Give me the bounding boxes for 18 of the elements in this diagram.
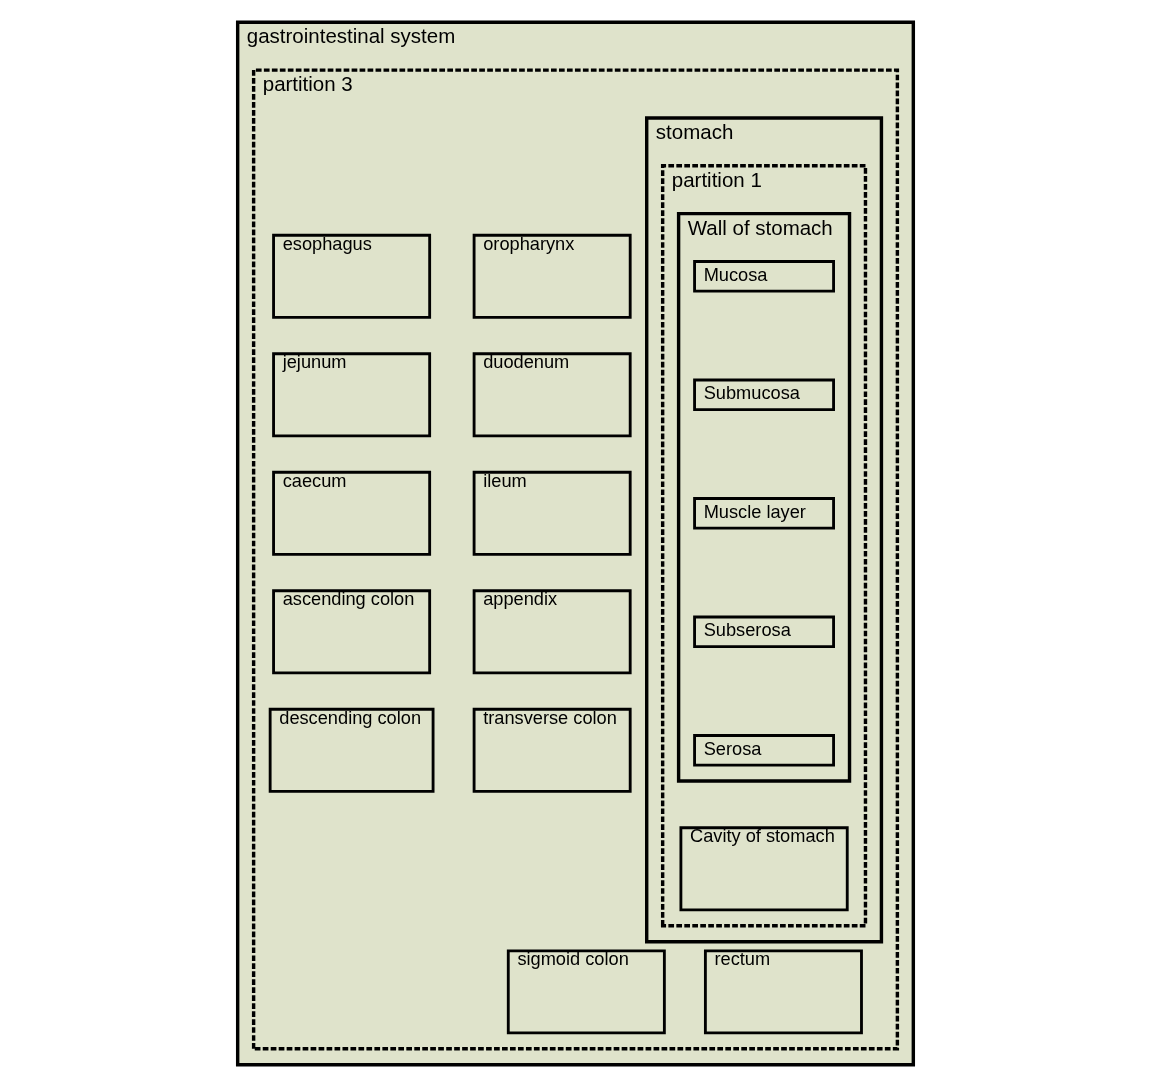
node-box: descending colon (268, 707, 434, 793)
node-box: ileum (472, 470, 632, 556)
node-box: rectum (703, 949, 863, 1035)
node-box: ascending colon (271, 589, 431, 675)
node-box: oropharynx (472, 233, 632, 319)
node-box: Submucosa (692, 378, 835, 412)
node-box: Mucosa (692, 260, 835, 293)
node-box: caecum (271, 470, 431, 556)
node-box: sigmoid colon (506, 949, 666, 1035)
node-box: Muscle layer (692, 497, 835, 530)
node-box: appendix (472, 589, 632, 675)
node-box: Serosa (692, 734, 835, 767)
node-box: jejunum (271, 352, 431, 438)
node-box: duodenum (472, 352, 632, 438)
node-box: esophagus (271, 233, 431, 319)
node-box: Cavity of stomach (678, 826, 849, 912)
node-box: Subserosa (692, 615, 835, 649)
node-box: transverse colon (472, 707, 632, 793)
